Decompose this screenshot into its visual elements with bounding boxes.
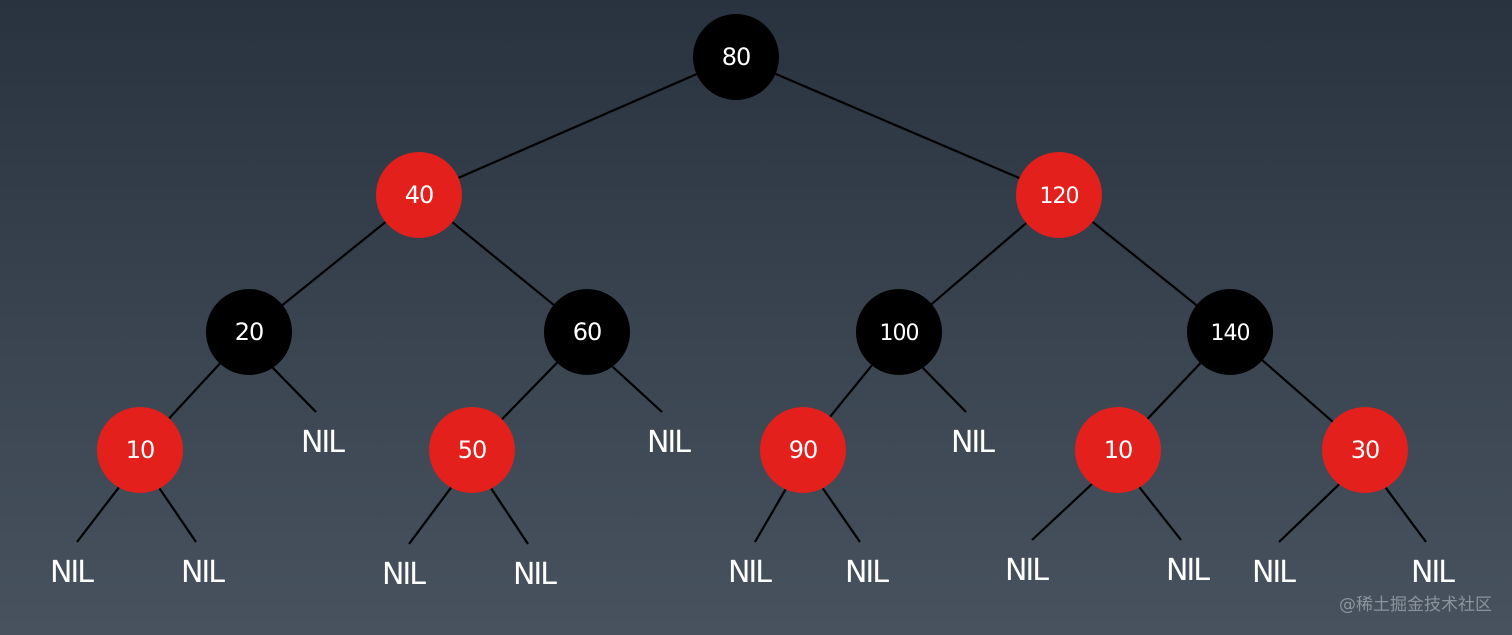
nil-leaf: NIL	[301, 425, 347, 460]
edge-n90-nil8	[754, 488, 787, 543]
node-label: 80	[722, 43, 751, 71]
edge-n90-nil9	[821, 487, 861, 543]
edge-n120-n100	[930, 222, 1028, 305]
tree-node: 10	[1075, 407, 1161, 493]
edge-n50-nil6	[408, 486, 452, 545]
red-node-circle	[760, 407, 846, 493]
edge-n20-n10a	[168, 362, 221, 420]
node-label: 10	[1104, 436, 1133, 464]
node-label: 100	[880, 321, 919, 346]
tree-node: 120	[1016, 152, 1102, 238]
edge-n100-n90	[829, 364, 873, 418]
node-label: 40	[405, 181, 434, 209]
node-label: NIL	[728, 555, 772, 590]
node-label: NIL	[1252, 555, 1296, 590]
nil-leaf: NIL	[728, 555, 774, 590]
nil-leaf: NIL	[647, 425, 693, 460]
edge-n40-n60	[451, 221, 555, 306]
red-node-circle	[1322, 407, 1408, 493]
watermark: @稀土掘金技术社区	[1339, 595, 1492, 615]
edge-n10a-nil4	[76, 486, 120, 543]
tree-node: 20	[206, 289, 292, 375]
edge-n60-nil2	[611, 365, 663, 413]
edge-n120-n140	[1091, 221, 1198, 306]
edge-n10b-nil10	[1031, 483, 1093, 541]
tree-node: 140	[1187, 289, 1273, 375]
node-label: 60	[573, 318, 602, 346]
edge-n30-nil13	[1384, 487, 1427, 543]
node-label: NIL	[1166, 553, 1210, 588]
nil-leaf: NIL	[1005, 553, 1051, 588]
red-node-circle	[1075, 407, 1161, 493]
tree-node: 100	[856, 289, 942, 375]
black-node-circle	[856, 289, 942, 375]
red-node-circle	[429, 407, 515, 493]
edge-n10a-nil5	[158, 487, 197, 543]
black-node-circle	[544, 289, 630, 375]
nil-leaf: NIL	[181, 555, 227, 590]
node-label: NIL	[1411, 555, 1455, 590]
nil-leaf: NIL	[1166, 553, 1212, 588]
tree-node: 50	[429, 407, 515, 493]
black-node-circle	[693, 14, 779, 100]
edge-n80-n40	[457, 73, 698, 179]
nil-leaf: NIL	[50, 555, 96, 590]
nil-leaf: NIL	[513, 557, 559, 592]
node-label: NIL	[951, 425, 995, 460]
tree-node: 40	[376, 152, 462, 238]
node-label: 90	[789, 436, 818, 464]
node-label: NIL	[647, 425, 691, 460]
node-label: 50	[458, 436, 487, 464]
node-label: NIL	[301, 425, 345, 460]
tree-node: 90	[760, 407, 846, 493]
edge-n20-nil1	[271, 367, 317, 413]
node-label: 30	[1351, 436, 1380, 464]
red-node-circle	[376, 152, 462, 238]
edge-n140-n30	[1261, 359, 1334, 423]
nil-leaf: NIL	[1411, 555, 1457, 590]
node-label: NIL	[382, 557, 426, 592]
nil-leaf: NIL	[382, 557, 428, 592]
node-label: 140	[1211, 321, 1250, 346]
node-label: NIL	[845, 555, 889, 590]
tree-node: 10	[97, 407, 183, 493]
red-node-circle	[97, 407, 183, 493]
edge-n60-n50	[501, 362, 558, 420]
edge-n80-n120	[775, 72, 1020, 180]
black-node-circle	[1187, 289, 1273, 375]
red-node-circle	[1016, 152, 1102, 238]
node-label: 20	[235, 318, 264, 346]
node-label: 120	[1040, 184, 1079, 209]
tree-node: 30	[1322, 407, 1408, 493]
edge-n40-n20	[281, 221, 387, 306]
edge-n100-nil3	[921, 367, 967, 413]
edge-n10b-nil11	[1138, 486, 1182, 541]
nil-leaf: NIL	[845, 555, 891, 590]
tree-node: 60	[544, 289, 630, 375]
edge-n30-nil12	[1278, 483, 1340, 543]
edge-n50-nil7	[490, 487, 529, 545]
node-label: NIL	[50, 555, 94, 590]
node-label: NIL	[513, 557, 557, 592]
nil-leaf: NIL	[951, 425, 997, 460]
node-label: 10	[126, 436, 155, 464]
tree-node: 80	[693, 14, 779, 100]
edge-n140-n10b	[1146, 362, 1202, 420]
black-node-circle	[206, 289, 292, 375]
node-label: NIL	[1005, 553, 1049, 588]
node-label: NIL	[181, 555, 225, 590]
nil-leaf: NIL	[1252, 555, 1298, 590]
